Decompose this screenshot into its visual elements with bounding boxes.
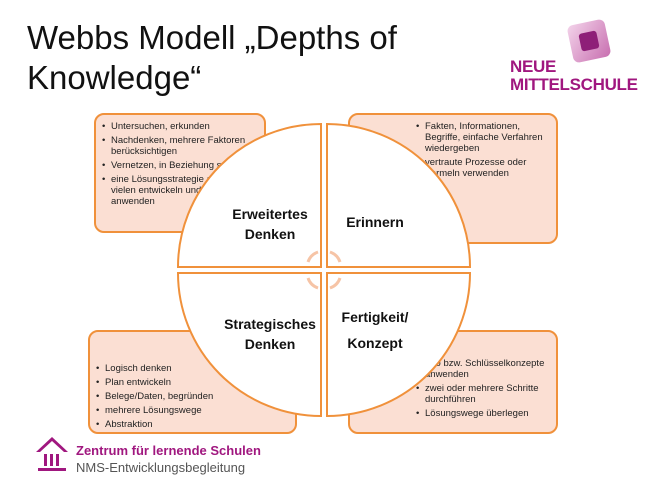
label-line: Fertigkeit/ bbox=[341, 309, 409, 325]
list-item: Untersuchen, erkunden bbox=[102, 121, 260, 132]
footer-org-name: Zentrum für lernende Schulen bbox=[76, 443, 261, 458]
list-item: Lösungswege überlegen bbox=[416, 408, 550, 419]
quadrant-top-right bbox=[326, 122, 472, 268]
label-fertigkeit-konzept: Fertigkeit/Konzept bbox=[325, 304, 425, 356]
list-item: Abstraktion bbox=[96, 419, 291, 430]
footer-subtitle: NMS-Entwicklungsbegleitung bbox=[76, 460, 246, 475]
title-line-2: Knowledge“ bbox=[27, 59, 202, 96]
quadrant-bottom-left bbox=[176, 272, 322, 418]
label-line: Konzept bbox=[347, 335, 403, 351]
label-erinnern: Erinnern bbox=[346, 214, 404, 230]
list-item: eine Lösungsstrategie aus vielen entwick… bbox=[102, 174, 236, 207]
list-item: Plan entwickeln bbox=[96, 377, 291, 388]
list-item: Nachdenken, mehrere Faktoren berücksicht… bbox=[102, 135, 260, 157]
list-item: Vernetzen, in Beziehung setzen bbox=[102, 160, 260, 171]
list-item: mehrere Lösungswege bbox=[96, 405, 291, 416]
list-item: Fakten, Informationen, Begriffe, einfach… bbox=[416, 121, 550, 154]
label-line: Strategisches bbox=[224, 316, 316, 332]
list-item: Belege/Daten, begründen bbox=[96, 391, 291, 402]
list-item: Logisch denken bbox=[96, 363, 291, 374]
quadrant-top-left bbox=[176, 122, 322, 268]
label-line: Erweitertes bbox=[232, 206, 308, 222]
logo-line-2: MITTELSCHULE bbox=[510, 75, 638, 94]
logo-line-1: NEUE bbox=[510, 57, 557, 76]
cycle-arrows-icon bbox=[306, 250, 342, 290]
label-line: Denken bbox=[244, 226, 296, 242]
label-line: Denken bbox=[244, 336, 296, 352]
title-line-1: Webbs Modell „Depths of bbox=[27, 19, 397, 56]
list-item: zwei oder mehrere Schritte durchführen bbox=[416, 383, 550, 405]
quadrant-bottom-right bbox=[326, 272, 472, 418]
